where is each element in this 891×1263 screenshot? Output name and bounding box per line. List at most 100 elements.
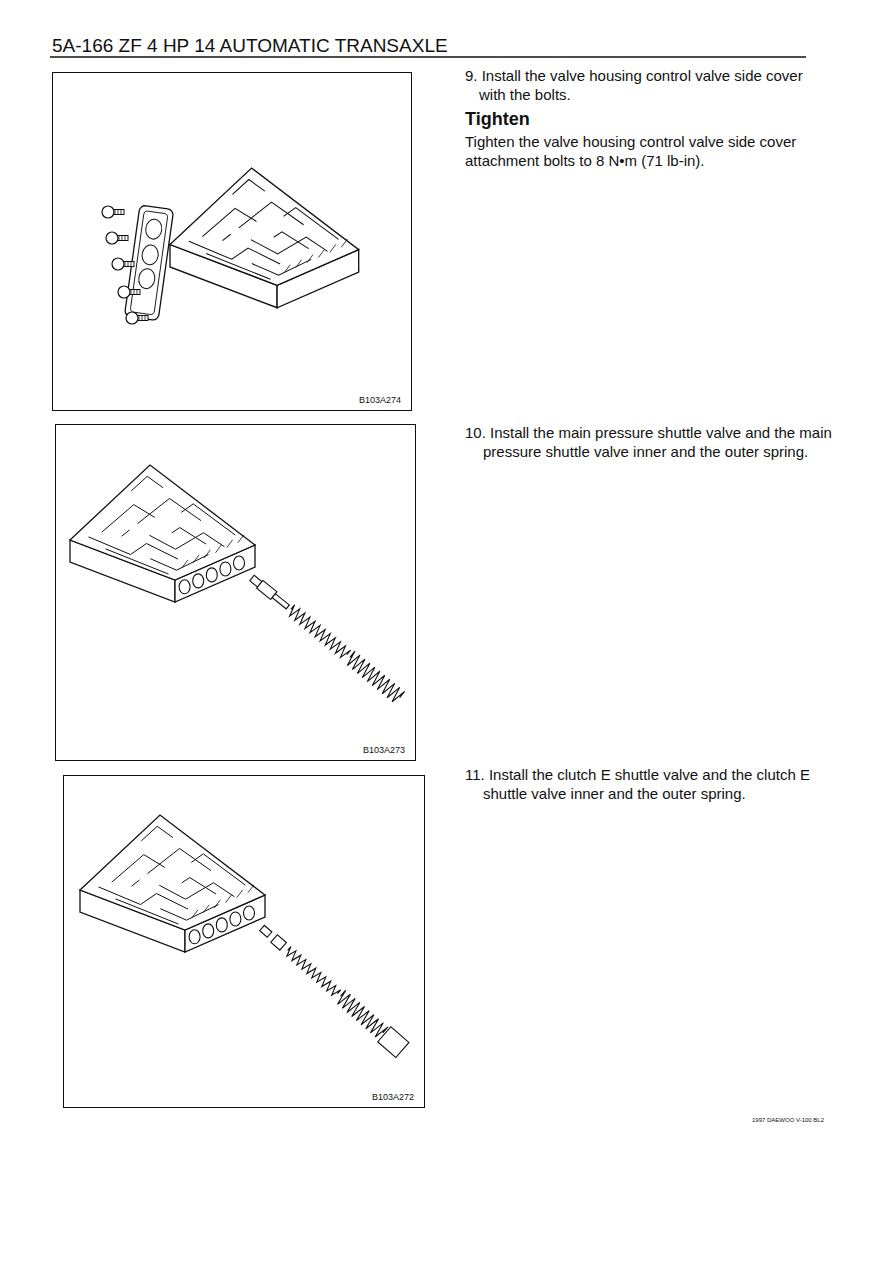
oil-channel (122, 530, 130, 536)
bolt-thread (125, 262, 131, 267)
valve-land (260, 925, 272, 937)
gasket-inner (130, 211, 168, 315)
top-face (70, 465, 255, 580)
oil-channel (112, 855, 165, 883)
footer-code: 1997 DAEWOO V-100 BL2 (752, 1116, 842, 1124)
figure-number: B103A274 (359, 395, 401, 405)
torque-note: Tighten the valve housing control valve … (465, 132, 810, 170)
valve-body (80, 815, 265, 952)
step-text: 11. Install the clutch E shuttle valve a… (465, 765, 835, 803)
valve-bore (189, 930, 200, 944)
oil-channel (138, 498, 202, 523)
valve-bore (206, 568, 217, 582)
oil-channel (149, 533, 224, 549)
valve-bore (193, 574, 204, 588)
oil-channel (131, 476, 163, 491)
hatch (248, 885, 254, 893)
oil-channel (150, 555, 208, 571)
oil-channel (182, 878, 216, 895)
valve-bore (230, 912, 241, 926)
hatch (307, 255, 313, 263)
valve-bore (216, 918, 227, 932)
bolt (118, 286, 140, 298)
oil-channel (172, 528, 206, 545)
valve-bore (220, 562, 231, 576)
bolt (126, 312, 148, 324)
top-face (170, 168, 359, 285)
oil-channel (159, 883, 234, 899)
page-header: 5A-166 ZF 4 HP 14 AUTOMATIC TRANSAXLE (52, 35, 448, 57)
spring-coil (287, 605, 351, 660)
cover-port (138, 268, 157, 290)
hatch (238, 535, 244, 543)
hatch (330, 244, 336, 252)
hatch (216, 545, 222, 553)
valve-land (272, 594, 289, 609)
cover-port (141, 244, 160, 266)
header-rule (50, 56, 806, 58)
oil-channel (252, 259, 311, 275)
bolt-head (112, 258, 124, 270)
hatch (237, 890, 243, 898)
valve-body (170, 168, 359, 308)
exploded-valve (255, 920, 408, 1057)
valve-bore (203, 924, 214, 938)
hatch (296, 260, 302, 268)
figure-frame: B103A274 (52, 72, 412, 411)
oil-channel (99, 887, 189, 909)
hatch (182, 560, 188, 568)
oil-channel (116, 899, 179, 924)
oil-channel (189, 241, 280, 264)
oil-channel (283, 208, 338, 240)
hatch (192, 910, 198, 918)
hatch (341, 239, 347, 247)
oil-channel (274, 232, 309, 249)
tighten-heading: Tighten (465, 108, 810, 130)
bolt (112, 258, 134, 270)
bolt-thread (115, 210, 121, 215)
hatch (214, 900, 220, 908)
hatch (318, 249, 324, 257)
bolt (102, 206, 124, 218)
exploded-valve (247, 572, 405, 704)
figure-frame: B103A273 (55, 424, 416, 761)
hatch (226, 895, 232, 903)
valve-bore (234, 556, 245, 570)
hatch (193, 555, 199, 563)
oil-channel (223, 234, 231, 240)
step-text: 9. Install the valve housing control val… (465, 66, 824, 104)
oil-channel (206, 254, 270, 280)
top-face (80, 815, 265, 930)
valve-land (378, 1027, 409, 1058)
oil-channel (181, 504, 235, 535)
bolt-thread (139, 316, 145, 321)
figure-number: B103A272 (372, 1092, 414, 1102)
bolt-head (126, 312, 138, 324)
oil-channel (141, 826, 173, 841)
bolt-head (106, 232, 118, 244)
oil-channel (132, 880, 140, 886)
hatch (204, 550, 210, 558)
oil-channel (191, 854, 245, 885)
oil-channel (106, 549, 169, 574)
step-text: 10. Install the main pressure shuttle va… (465, 423, 833, 461)
oil-channel (202, 208, 256, 236)
bolt-head (102, 206, 114, 218)
figure-frame: B103A272 (63, 775, 425, 1108)
bolt-thread (131, 290, 137, 295)
oil-channel (102, 505, 155, 533)
bolt-thread (119, 236, 125, 241)
valve-bore (179, 580, 190, 594)
valve-body (70, 465, 255, 602)
figure-number: B103A273 (363, 745, 405, 755)
oil-channel (148, 848, 212, 873)
oil-channel (160, 905, 218, 921)
spring-coil (284, 947, 340, 998)
spring-coil (335, 990, 388, 1039)
cover-port (144, 218, 163, 240)
hatch (227, 540, 233, 548)
bolt-head (118, 286, 130, 298)
bolt (106, 232, 128, 244)
